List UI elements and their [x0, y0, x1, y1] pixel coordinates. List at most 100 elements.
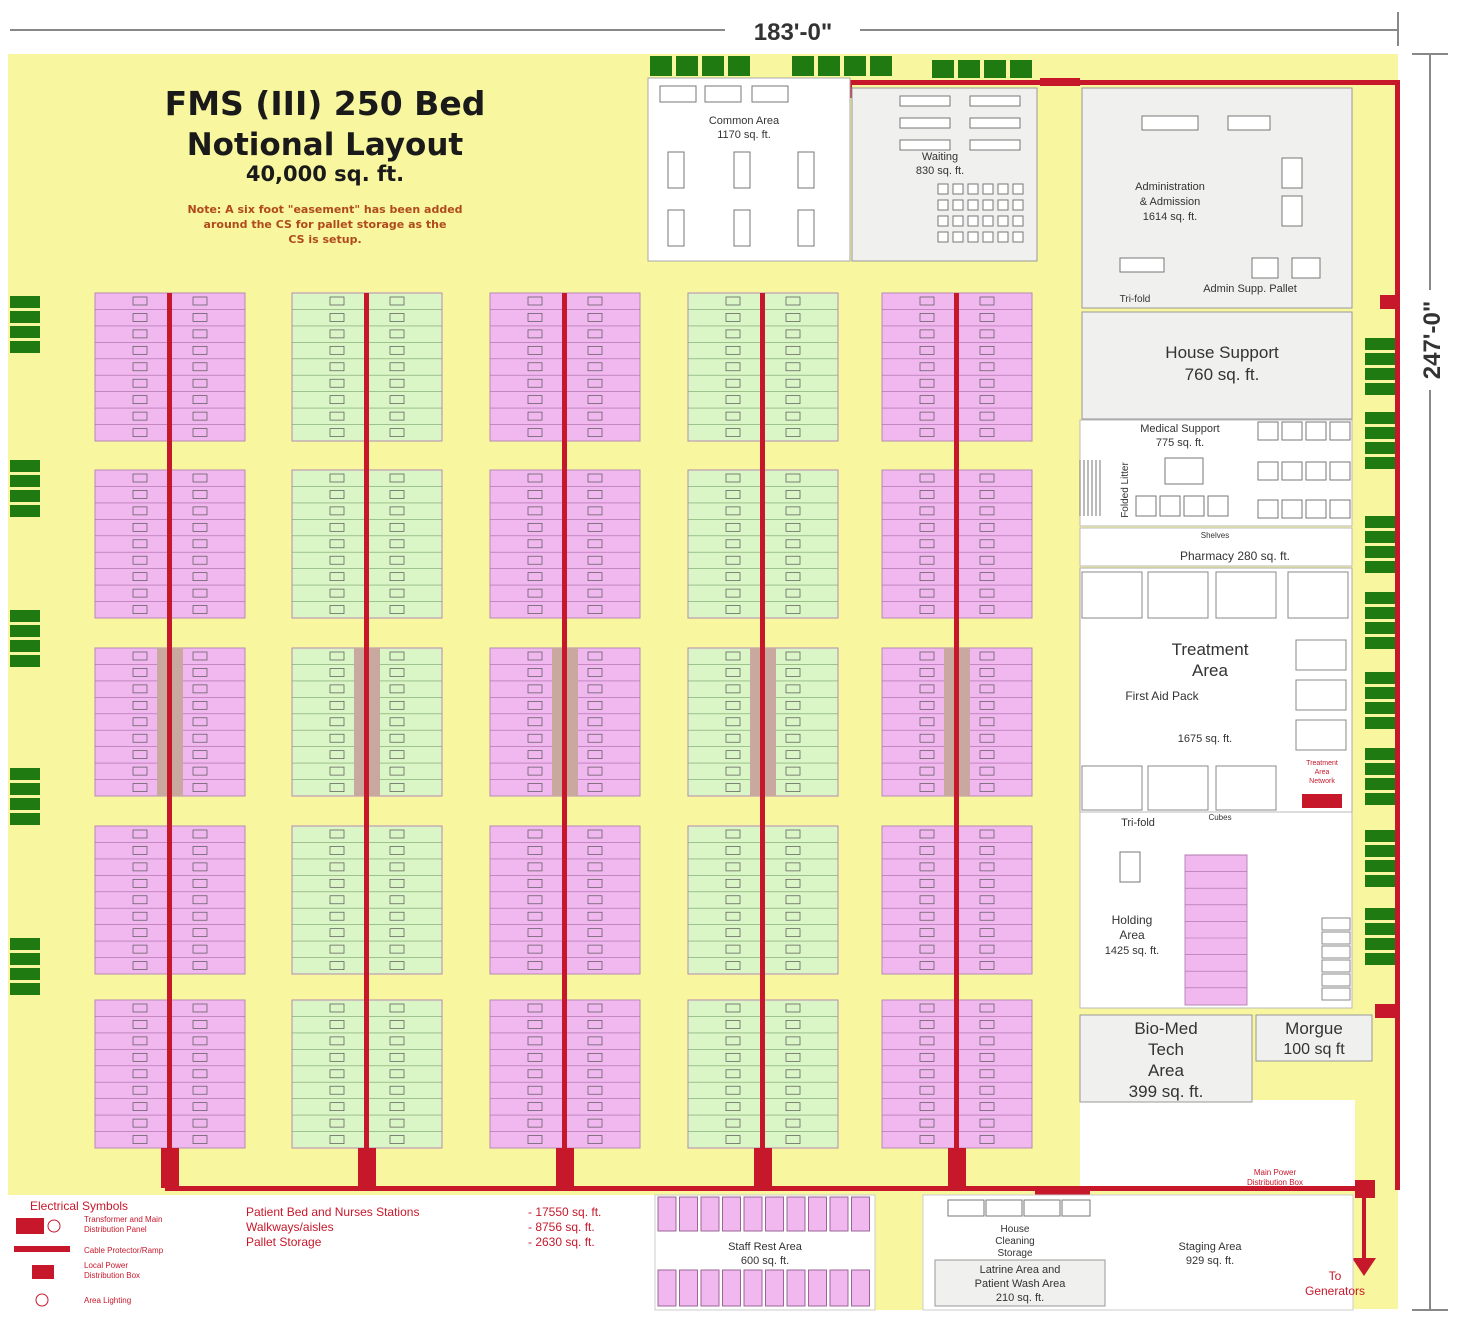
- dining-table: [733, 151, 751, 189]
- dining-table: [733, 209, 751, 247]
- generator-unit: [10, 813, 40, 825]
- bed-icon: [725, 1020, 741, 1029]
- locker: [657, 1269, 677, 1307]
- bed-icon: [132, 378, 148, 388]
- bed-icon: [132, 862, 148, 872]
- bed-icon: [785, 395, 801, 405]
- locker: [679, 1269, 698, 1307]
- shelf-unit: [1321, 917, 1351, 931]
- bed-icon: [527, 473, 543, 483]
- bed-icon: [725, 928, 741, 938]
- bed-icon: [329, 862, 345, 872]
- bed-icon: [132, 717, 148, 727]
- supply-box: [1305, 461, 1327, 481]
- bed-icon: [919, 944, 935, 954]
- waiting-chair: [937, 231, 949, 243]
- bed-icon: [192, 1003, 208, 1013]
- bed-icon: [587, 1003, 603, 1013]
- bench: [969, 95, 1021, 107]
- svg-text:Cubes: Cubes: [1208, 813, 1231, 822]
- bed-icon: [527, 490, 543, 499]
- bed-icon: [329, 1085, 345, 1095]
- bed-icon: [132, 829, 148, 839]
- generator-unit: [870, 56, 892, 76]
- bed-icon: [587, 1135, 603, 1144]
- bed-icon: [329, 473, 345, 483]
- bed-icon: [979, 522, 995, 532]
- bed-icon: [785, 1135, 801, 1144]
- bed-icon: [527, 1102, 543, 1112]
- bed-icon: [389, 296, 405, 306]
- bed-icon: [979, 313, 995, 322]
- bed-icon: [132, 473, 148, 483]
- generator-unit: [1365, 368, 1395, 380]
- waiting-chair: [1012, 183, 1024, 195]
- bed-icon: [979, 539, 995, 549]
- svg-text:- 2630 sq. ft.: - 2630 sq. ft.: [528, 1235, 595, 1249]
- bed-icon: [527, 846, 543, 855]
- bed-icon: [329, 846, 345, 855]
- bed-icon: [919, 961, 935, 970]
- bed-icon: [527, 928, 543, 938]
- bed-icon: [132, 522, 148, 532]
- supply-box: [1183, 495, 1205, 517]
- bed-icon: [587, 1118, 603, 1128]
- svg-text:Area: Area: [1192, 661, 1228, 680]
- bed-icon: [587, 783, 603, 792]
- svg-text:830 sq. ft.: 830 sq. ft.: [916, 165, 964, 177]
- bed-icon: [979, 717, 995, 727]
- bed-icon: [192, 684, 208, 694]
- bed-icon: [725, 862, 741, 872]
- bed-icon: [587, 1020, 603, 1029]
- bed-icon: [389, 1085, 405, 1095]
- title-line2: Notional Layout: [187, 127, 464, 163]
- bed-icon: [389, 1003, 405, 1013]
- bed-icon: [329, 296, 345, 306]
- bed-icon: [587, 750, 603, 760]
- bed-icon: [919, 378, 935, 388]
- waiting-chair: [952, 183, 964, 195]
- generator-unit: [1365, 622, 1395, 634]
- bed-icon: [192, 490, 208, 499]
- bed-icon: [192, 572, 208, 582]
- bed-icon: [192, 1102, 208, 1112]
- bed-icon: [919, 700, 935, 710]
- bed-icon: [587, 668, 603, 677]
- power-cable: [954, 293, 959, 1173]
- bed-icon: [919, 313, 935, 322]
- generator-unit: [818, 56, 840, 76]
- bench: [899, 139, 951, 151]
- local-power-box: [754, 1148, 772, 1188]
- svg-text:Distribution Panel: Distribution Panel: [84, 1225, 147, 1234]
- supply-box: [1281, 461, 1303, 481]
- generator-unit: [1365, 338, 1395, 350]
- bed-icon: [919, 928, 935, 938]
- bed-icon: [192, 829, 208, 839]
- bed-icon: [132, 944, 148, 954]
- bed-icon: [587, 588, 603, 598]
- svg-text:1425 sq. ft.: 1425 sq. ft.: [1105, 945, 1159, 957]
- generator-unit: [10, 610, 40, 622]
- bed-icon: [979, 605, 995, 614]
- generator-unit: [10, 505, 40, 517]
- generator-unit: [10, 655, 40, 667]
- bed-icon: [725, 362, 741, 372]
- waiting-chair: [982, 199, 994, 211]
- bed-icon: [329, 750, 345, 760]
- bed-icon: [329, 911, 345, 921]
- bed-icon: [587, 700, 603, 710]
- bed-icon: [979, 928, 995, 938]
- dining-table: [667, 209, 685, 247]
- title-block: FMS (III) 250 Bed Notional Layout 40,000…: [165, 84, 486, 246]
- treatment-bay: [1295, 679, 1347, 711]
- generator-unit: [1365, 763, 1395, 775]
- svg-text:Pallet Storage: Pallet Storage: [246, 1235, 322, 1249]
- bed-icon: [979, 961, 995, 970]
- bed-icon: [192, 1135, 208, 1144]
- svg-text:Distribution Box: Distribution Box: [84, 1271, 140, 1280]
- supply-box: [1329, 421, 1351, 441]
- bed-icon: [389, 895, 405, 905]
- bed-icon: [389, 668, 405, 677]
- generator-unit: [10, 490, 40, 502]
- bed-icon: [192, 329, 208, 339]
